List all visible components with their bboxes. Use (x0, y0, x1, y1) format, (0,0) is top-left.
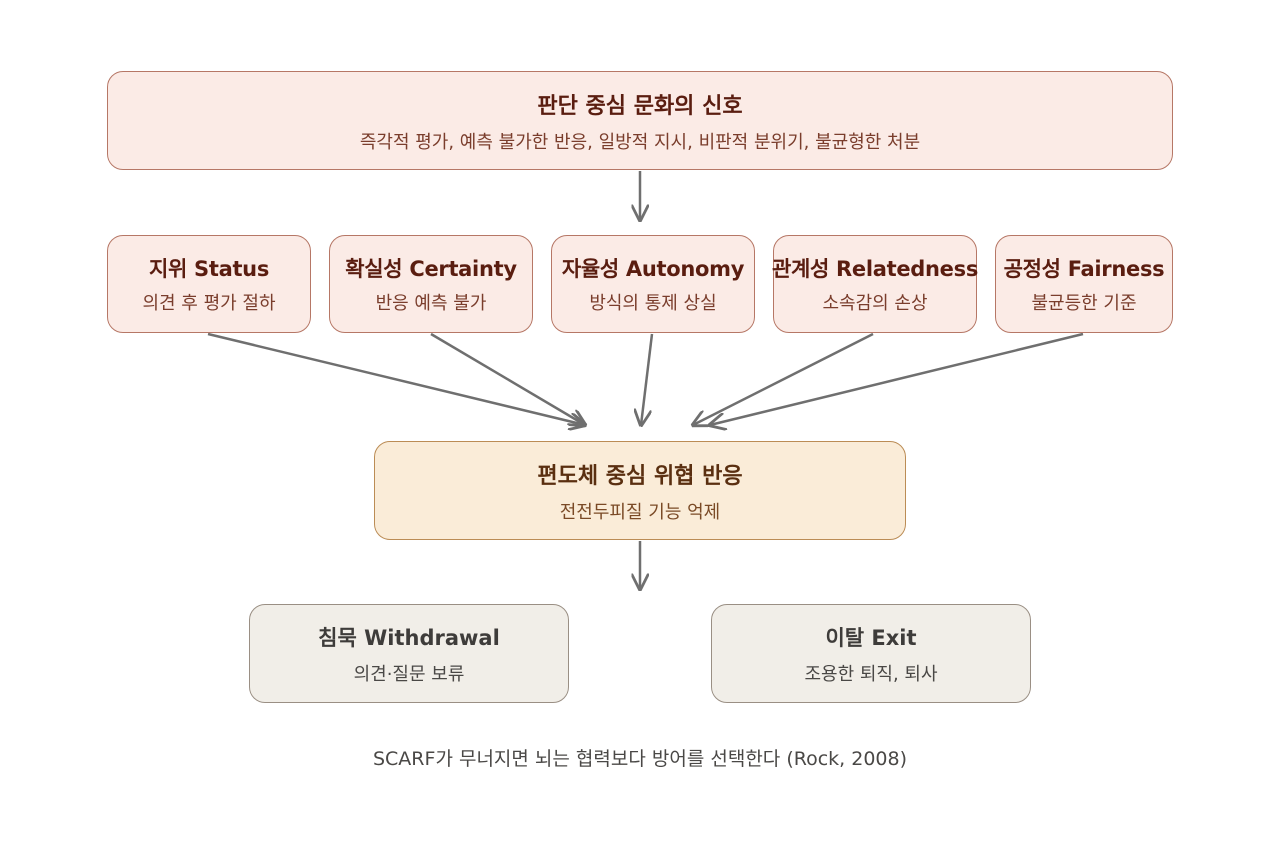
outcome-exit-box: 이탈 Exit 조용한 퇴직, 퇴사 (711, 604, 1031, 703)
domain-status-title: 지위 Status (148, 257, 270, 281)
outcome-withdrawal-title: 침묵 Withdrawal (318, 625, 500, 650)
domain-autonomy-subtitle: 방식의 통제 상실 (589, 293, 717, 314)
domain-certainty-title: 확실성 Certainty (345, 257, 517, 281)
threat-response-title: 편도체 중심 위협 반응 (537, 463, 743, 489)
arrow-status-to-center (207, 332, 585, 425)
threat-response-subtitle: 전전두피질 기능 억제 (559, 501, 721, 523)
outcome-exit-title: 이탈 Exit (825, 625, 917, 650)
diagram-caption: SCARF가 무너지면 뇌는 협력보다 방어를 선택한다 (Rock, 2008… (372, 748, 907, 770)
arrow-certainty-to-center (430, 332, 585, 425)
threat-response-box: 편도체 중심 위협 반응 전전두피질 기능 억제 (374, 441, 906, 540)
domain-fairness-subtitle: 불균등한 기준 (1031, 293, 1137, 314)
domain-relatedness-subtitle: 소속감의 손상 (822, 293, 928, 314)
domain-fairness-box: 공정성 Fairness 불균등한 기준 (995, 235, 1173, 333)
culture-signals-subtitle: 즉각적 평가, 예측 불가한 반응, 일방적 지시, 비판적 분위기, 불균형한… (359, 131, 921, 153)
domain-certainty-subtitle: 반응 예측 불가 (375, 293, 487, 314)
domain-certainty-box: 확실성 Certainty 반응 예측 불가 (329, 235, 533, 333)
culture-signals-box: 판단 중심 문화의 신호 즉각적 평가, 예측 불가한 반응, 일방적 지시, … (107, 71, 1173, 170)
outcome-withdrawal-box: 침묵 Withdrawal 의견·질문 보류 (249, 604, 569, 703)
domain-fairness-title: 공정성 Fairness (1003, 257, 1165, 281)
domain-status-subtitle: 의견 후 평가 절하 (142, 293, 276, 314)
arrow-fairness-to-center (710, 332, 1084, 425)
domain-relatedness-box: 관계성 Relatedness 소속감의 손상 (771, 235, 979, 333)
domain-status-box: 지위 Status 의견 후 평가 절하 (107, 235, 311, 333)
arrow-relatedness-to-center (693, 332, 874, 425)
domain-relatedness-title: 관계성 Relatedness (771, 257, 979, 281)
arrow-autonomy-to-center (641, 333, 654, 425)
outcome-exit-subtitle: 조용한 퇴직, 퇴사 (804, 663, 938, 685)
domain-autonomy-box: 자율성 Autonomy 방식의 통제 상실 (551, 235, 755, 333)
outcome-withdrawal-subtitle: 의견·질문 보류 (353, 663, 465, 685)
domain-autonomy-title: 자율성 Autonomy (561, 257, 745, 281)
culture-signals-title: 판단 중심 문화의 신호 (537, 93, 743, 119)
